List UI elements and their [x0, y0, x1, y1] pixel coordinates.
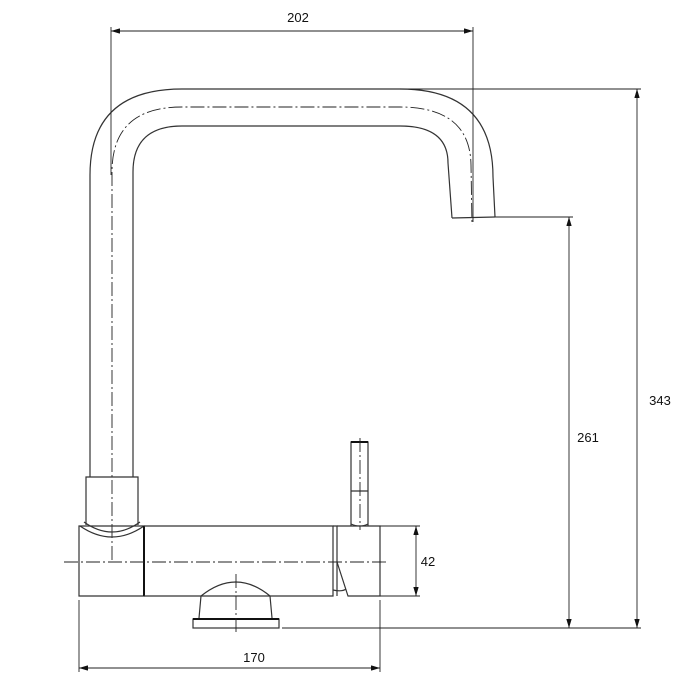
dimension-label-170: 170	[243, 650, 265, 665]
swivel-collar	[79, 476, 145, 538]
faucet-body	[64, 525, 388, 597]
dimension-body-height: 42	[380, 525, 435, 597]
lever-handle	[350, 438, 369, 530]
dimension-label-261: 261	[577, 430, 599, 445]
dimension-label-42: 42	[421, 554, 435, 569]
dimension-base-width: 170	[78, 600, 381, 672]
dimension-outlet-height: 261	[495, 216, 599, 628]
spout-tube	[89, 88, 496, 560]
dimension-label-343: 343	[649, 393, 671, 408]
dimension-label-202: 202	[287, 10, 309, 25]
dimension-overall-height: 343	[282, 88, 671, 629]
base-mount	[192, 574, 280, 632]
dimension-spout-reach: 202	[110, 10, 474, 222]
